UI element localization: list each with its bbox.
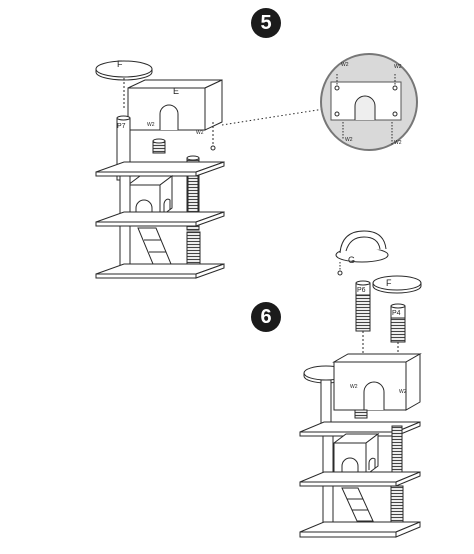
platform-f-step5: F [95, 59, 153, 110]
step-6-diagram: G F P6 P4 [299, 230, 422, 538]
post-p4: P4 [390, 303, 406, 358]
middle-platform-step6 [299, 471, 421, 487]
label-f-step6: F [386, 278, 392, 288]
rope-post-right-mid-step6 [391, 425, 403, 479]
middle-platform-step5 [95, 211, 225, 227]
bed-g: G [335, 230, 389, 276]
svg-text:W2: W2 [394, 64, 402, 70]
base-step6 [299, 521, 421, 538]
upper-platform-step5 [95, 161, 225, 177]
post-left-low-step5 [119, 225, 131, 269]
zoom-leader [221, 107, 331, 126]
label-g: G [348, 255, 355, 265]
middle-house-step5 [126, 175, 174, 218]
rope-post-small-step5 [152, 138, 166, 154]
label-f-step5: F [117, 59, 123, 69]
box-e-step5: E W2 W2 [127, 79, 223, 151]
detail-magnifier: W2 W2 W2 W2 [320, 53, 418, 151]
rope-post-small-step6 [354, 409, 368, 419]
step-5-diagram: F E W2 W2 P7 [95, 59, 331, 279]
post-p6: P6 [355, 280, 371, 358]
svg-text:W2: W2 [341, 62, 349, 68]
label-p7: P7 [117, 123, 126, 130]
label-p4: P4 [392, 310, 401, 317]
label-e-step5: E [173, 86, 179, 96]
label-p6: P6 [357, 287, 366, 294]
step-6-badge: 6 [251, 302, 281, 332]
svg-text:W2: W2 [147, 122, 155, 128]
svg-text:W2: W2 [399, 389, 407, 395]
box-e-step6: W2 W2 [332, 353, 422, 411]
base-step5 [95, 263, 225, 279]
svg-text:W2: W2 [394, 140, 402, 146]
svg-text:W2: W2 [196, 130, 204, 136]
svg-text:W2: W2 [345, 137, 353, 143]
platform-f-step6: F [372, 275, 422, 294]
step-5-badge: 5 [251, 8, 281, 38]
middle-house-step6 [332, 433, 380, 476]
svg-text:W2: W2 [350, 384, 358, 390]
